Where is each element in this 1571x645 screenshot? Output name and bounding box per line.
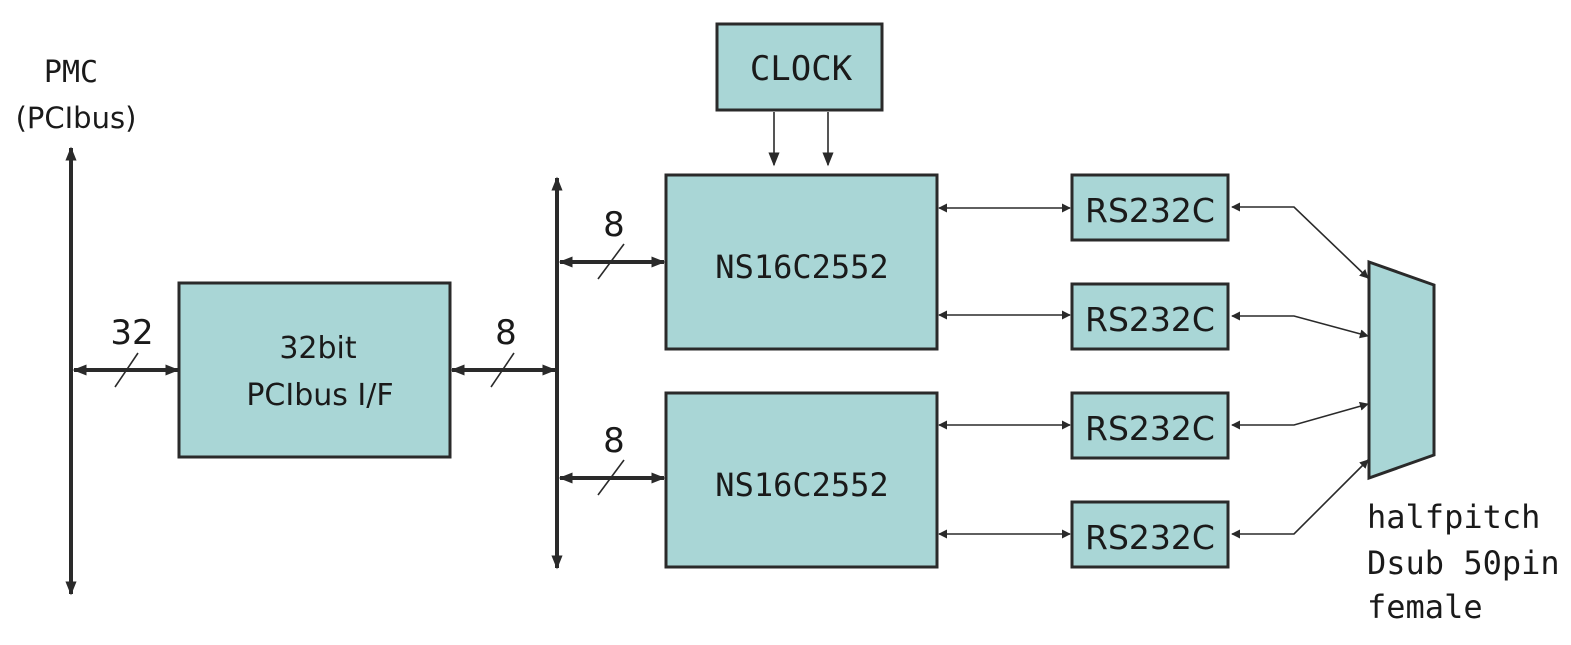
- rs232c-to-connector-link-1: [1231, 202, 1369, 279]
- rs232c-to-connector-link-3: [1231, 401, 1369, 430]
- dsub-connector-shape: [1367, 259, 1436, 481]
- rs232c-to-connector-link-4: [1231, 459, 1369, 539]
- connector-label-3: female: [1367, 588, 1483, 626]
- pci-if-label-2: PCIbus I/F: [246, 378, 393, 413]
- rs232c-box-3: [1070, 391, 1230, 460]
- width-label-32: 32: [110, 313, 153, 353]
- width-label-uart1: 8: [603, 205, 625, 245]
- width-label-if: 8: [495, 313, 517, 353]
- width-slash-if: [490, 352, 515, 388]
- rs232c-box-4: [1070, 500, 1230, 569]
- width-slash-uart1: [597, 243, 625, 280]
- pci-if-label-1: 32bit: [279, 331, 357, 366]
- rs232c-label-1: RS232C: [1085, 191, 1215, 230]
- pmc-label: PMC: [44, 55, 98, 90]
- rs232c-box-2: [1070, 282, 1230, 351]
- width-slash-uart2: [597, 459, 625, 496]
- uart-label-1: NS16C2552: [715, 248, 888, 286]
- clock-box: [715, 22, 884, 112]
- width-label-uart2: 8: [603, 421, 625, 461]
- width-slash-32: [114, 352, 139, 388]
- uart-box-2: [664, 391, 939, 569]
- rs232c-box-1: [1070, 173, 1230, 242]
- clock-label: CLOCK: [750, 49, 853, 89]
- connector-label-1: halfpitch: [1367, 498, 1540, 536]
- rs232c-label-3: RS232C: [1085, 409, 1215, 448]
- pci-bus-label: (PCIbus): [16, 101, 137, 135]
- pci-interface-box: [177, 281, 452, 459]
- rs232c-to-connector-link-2: [1231, 311, 1369, 339]
- uart-label-2: NS16C2552: [715, 466, 888, 504]
- connector-label-2: Dsub 50pin: [1367, 544, 1560, 582]
- rs232c-label-4: RS232C: [1085, 518, 1215, 557]
- rs232c-label-2: RS232C: [1085, 300, 1215, 339]
- uart-box-1: [664, 173, 939, 351]
